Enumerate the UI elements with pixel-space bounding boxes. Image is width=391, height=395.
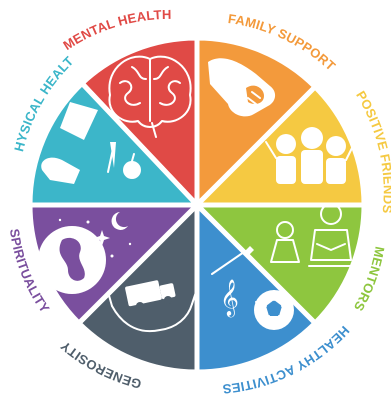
segment-mentors — [194, 202, 367, 326]
brain-icon — [108, 55, 192, 138]
mentor-reading-icon — [270, 203, 354, 267]
giving-hands-icon — [107, 280, 197, 333]
friends-group-icon — [265, 127, 355, 184]
segment-healthy-activities — [194, 202, 318, 375]
holding-hands-icon — [208, 58, 276, 117]
svg-text:𝄞: 𝄞 — [220, 278, 239, 317]
segments — [27, 35, 367, 375]
earth-stars-icon — [38, 212, 132, 294]
activities-icon: 𝄞 — [211, 246, 294, 330]
healthy-food-icon — [41, 102, 141, 184]
